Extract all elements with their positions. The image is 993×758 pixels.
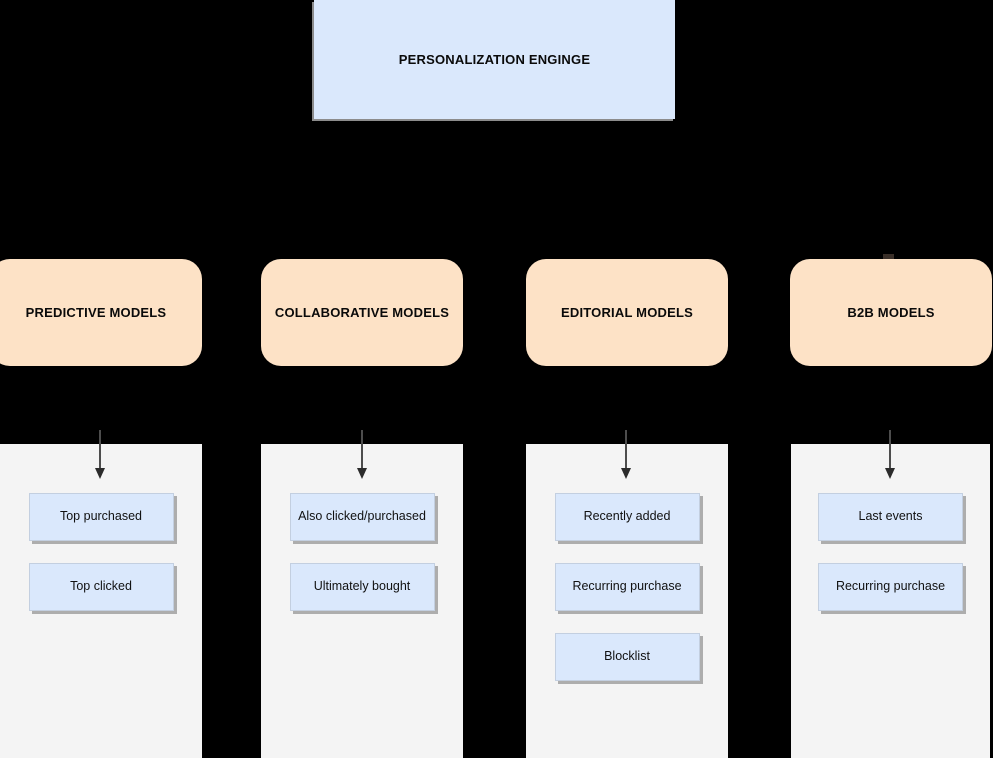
personalization-engine-node[interactable]: PERSONALIZATION ENGINGE — [314, 0, 675, 119]
arrow-head — [621, 468, 631, 479]
item-node-label: Top clicked — [70, 579, 132, 594]
model-node-editorial[interactable]: EDITORIAL MODELS — [526, 259, 728, 366]
model-node-collaborative[interactable]: COLLABORATIVE MODELS — [261, 259, 463, 366]
model-node-editorial-label: EDITORIAL MODELS — [560, 305, 693, 320]
item-list-collaborative: Also clicked/purchased Ultimately bought — [261, 493, 463, 611]
arrow-shaft — [361, 430, 363, 470]
panel-editorial: Recently added Recurring purchase Blockl… — [526, 444, 728, 758]
item-node-label: Ultimately bought — [313, 579, 411, 594]
item-node[interactable]: Top purchased — [28, 493, 174, 541]
arrow-down-icon — [884, 430, 896, 480]
item-node-label: Recurring purchase — [835, 579, 946, 594]
model-node-collaborative-label: COLLABORATIVE MODELS — [274, 305, 450, 320]
panel-b2b: Last events Recurring purchase — [791, 444, 990, 758]
model-node-b2b-label: B2B MODELS — [847, 305, 935, 320]
item-node-label: Last events — [858, 509, 923, 524]
item-node[interactable]: Ultimately bought — [289, 563, 435, 611]
arrow-down-icon — [356, 430, 368, 480]
arrow-head — [885, 468, 895, 479]
item-node[interactable]: Top clicked — [28, 563, 174, 611]
arrow-down-icon — [94, 430, 106, 480]
item-node[interactable]: Recurring purchase — [818, 563, 963, 611]
arrow-down-icon — [620, 430, 632, 480]
item-node-label: Recurring purchase — [572, 579, 682, 594]
item-node[interactable]: Recurring purchase — [554, 563, 700, 611]
model-node-predictive[interactable]: PREDICTIVE MODELS — [0, 259, 202, 366]
item-node-label: Also clicked/purchased — [298, 509, 426, 524]
item-list-editorial: Recently added Recurring purchase Blockl… — [526, 493, 728, 681]
item-list-predictive: Top purchased Top clicked — [0, 493, 202, 611]
item-node-label: Recently added — [583, 509, 671, 524]
item-node-label: Top purchased — [59, 509, 142, 524]
model-node-b2b[interactable]: B2B MODELS — [790, 259, 992, 366]
arrow-head — [95, 468, 105, 479]
arrow-shaft — [99, 430, 101, 470]
item-node-label: Blocklist — [604, 649, 650, 664]
arrow-shaft — [625, 430, 627, 470]
model-node-predictive-label: PREDICTIVE MODELS — [25, 305, 167, 320]
panel-predictive: Top purchased Top clicked — [0, 444, 202, 758]
item-node[interactable]: Blocklist — [554, 633, 700, 681]
panel-collaborative: Also clicked/purchased Ultimately bought — [261, 444, 463, 758]
item-list-b2b: Last events Recurring purchase — [791, 493, 990, 611]
personalization-engine-label: PERSONALIZATION ENGINGE — [398, 52, 591, 67]
arrow-head — [357, 468, 367, 479]
arrow-stub-b2b-icon — [883, 254, 894, 259]
arrow-shaft — [889, 430, 891, 470]
item-node[interactable]: Last events — [818, 493, 963, 541]
item-node[interactable]: Recently added — [554, 493, 700, 541]
item-node[interactable]: Also clicked/purchased — [289, 493, 435, 541]
